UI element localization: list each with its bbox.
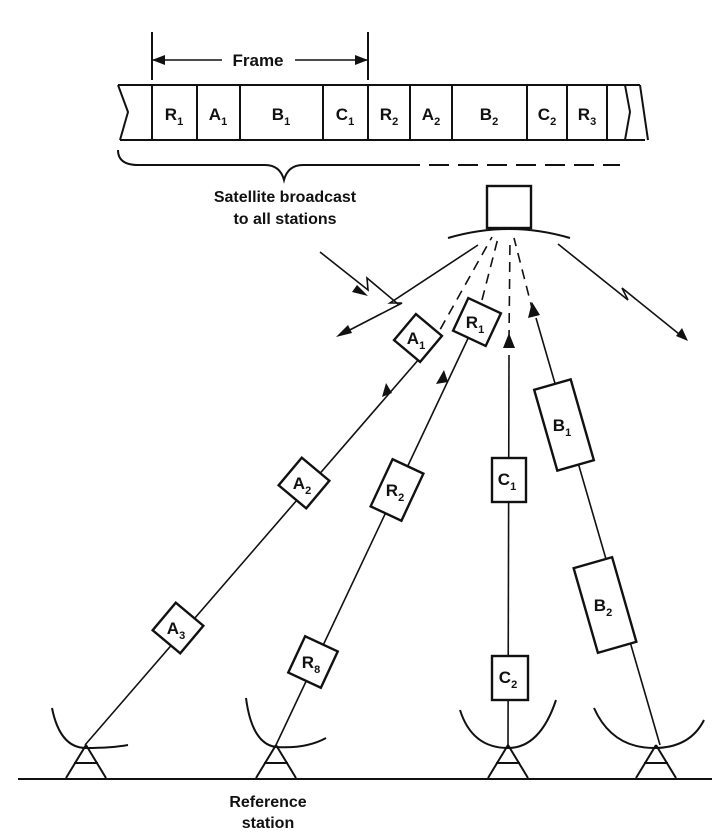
frame-slot-label: B1	[272, 105, 290, 128]
frame-strip: R1 A1 B1 C1 R2 A2 B2 C2 R3	[117, 84, 649, 141]
burst-label: R2	[386, 481, 404, 504]
strip-break-left	[117, 84, 130, 141]
satellite-body	[485, 184, 533, 230]
uplink-c-dashed	[508, 237, 511, 341]
uplink-r-arrow	[436, 370, 448, 384]
burst-c1: C1	[490, 456, 528, 504]
frame-arrow-left	[152, 55, 165, 65]
frame-slot-label: A1	[209, 105, 227, 128]
dish	[593, 707, 705, 750]
reference-caption-line1: Reference	[229, 794, 306, 811]
uplink-paths	[84, 236, 661, 746]
ground-station-c	[459, 699, 557, 779]
burst-c2: C2	[490, 654, 530, 702]
frame-slot-label: C1	[336, 105, 354, 128]
burst-label: A3	[167, 619, 185, 642]
burst-a2: A2	[276, 455, 332, 511]
frame-slot-label: R3	[578, 105, 596, 128]
uplink-r-dashed	[481, 237, 499, 301]
frame-slot-label: B2	[480, 105, 498, 128]
burst-label: R1	[466, 313, 484, 336]
brace	[117, 149, 400, 184]
dish-stand	[65, 744, 107, 779]
burst-b1: B1	[532, 377, 596, 473]
burst-label: C1	[498, 470, 516, 493]
uplink-b-arrow	[528, 302, 540, 318]
frame-arrow-right	[355, 55, 368, 65]
uplink-b-dashed	[513, 237, 534, 313]
burst-label: A2	[293, 474, 311, 497]
dish	[459, 699, 557, 750]
broadcast-arrow-head	[336, 325, 352, 337]
uplink-c-arrow	[503, 333, 515, 348]
burst-r2: R2	[369, 457, 425, 523]
frame-dimension: Frame	[151, 32, 369, 80]
broadcast-zigzag-down-left	[341, 244, 479, 335]
burst-label: R8	[302, 653, 320, 676]
broadcast-zigzag-arrow-left	[319, 251, 399, 305]
downlink-broadcast	[319, 243, 688, 341]
dish-stand	[255, 744, 297, 779]
broadcast-caption-line2: to all stations	[233, 211, 336, 228]
strip-break-right	[624, 84, 632, 141]
dish-stand	[635, 744, 677, 779]
broadcast-brace	[117, 149, 620, 184]
burst-label: B1	[553, 416, 571, 439]
burst-b2: B2	[572, 555, 638, 655]
uplink-r	[275, 329, 473, 746]
dish	[245, 697, 327, 749]
burst-r8: R8	[286, 634, 340, 690]
frame-slot-label: A2	[422, 105, 440, 128]
frame-slot-label: C2	[538, 105, 556, 128]
burst-label: B2	[594, 596, 612, 619]
burst-label: A1	[407, 329, 425, 352]
dish-stand	[487, 744, 529, 779]
reference-caption-line2: station	[242, 815, 294, 832]
frame-slot-label: R1	[165, 105, 183, 128]
satellite	[447, 184, 571, 239]
uplink-a-dashed	[431, 236, 493, 345]
ground-station-a	[51, 707, 129, 779]
burst-label: C2	[499, 668, 517, 691]
burst-a3: A3	[150, 600, 206, 656]
ground-station-b	[593, 707, 705, 779]
broadcast-caption-line1: Satellite broadcast	[214, 189, 357, 206]
uplink-a-arrow	[382, 383, 392, 397]
burst-a1: A1	[392, 312, 444, 364]
satellite-antenna	[447, 228, 571, 239]
broadcast-arrow-head	[352, 285, 368, 296]
uplink-b	[535, 317, 661, 746]
burst-r1: R1	[451, 296, 503, 348]
strip-tail	[639, 84, 649, 141]
ground-station-reference	[245, 697, 327, 779]
broadcast-zigzag-down-right	[557, 243, 685, 339]
uplink-a	[84, 343, 433, 746]
broadcast-arrow-head	[676, 328, 688, 341]
dish	[51, 707, 129, 750]
frame-label: Frame	[232, 51, 283, 70]
frame-slot-label: R2	[380, 105, 398, 128]
